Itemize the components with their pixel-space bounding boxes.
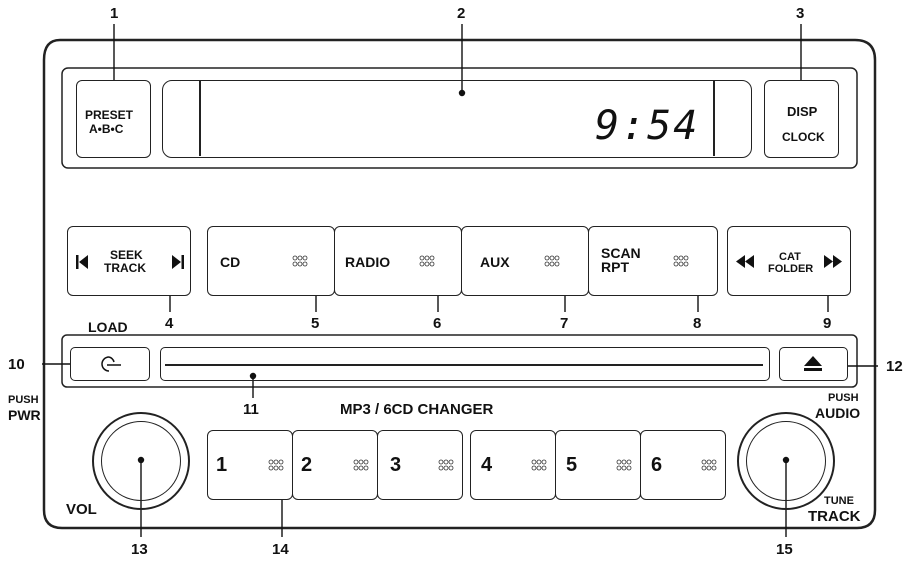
preset-abc-button[interactable]: PRESET A•B•C xyxy=(76,80,151,158)
callout-1: 1 xyxy=(110,5,119,22)
display-divider-right xyxy=(713,81,715,156)
folder-label: FOLDER xyxy=(768,263,814,275)
callout-4: 4 xyxy=(165,315,174,332)
vol-label: VOL xyxy=(66,501,97,518)
skip-prev-icon xyxy=(76,255,88,269)
callout-13: 13 xyxy=(131,541,148,558)
callout-15: 15 xyxy=(776,541,793,558)
scan-rpt-button[interactable]: SCAN RPT xyxy=(588,226,718,296)
display-screen: 9:54 xyxy=(162,80,752,158)
preset-5-button[interactable]: 5 xyxy=(555,430,641,500)
disp-label: DISP xyxy=(787,104,818,119)
clock-label: CLOCK xyxy=(782,130,825,144)
load-icon xyxy=(101,356,121,372)
indicator-dots-icon xyxy=(673,255,689,267)
preset-4-button[interactable]: 4 xyxy=(470,430,556,500)
indicator-dots-icon xyxy=(292,255,308,267)
skip-next-icon xyxy=(172,255,184,269)
track-knob-label: TRACK xyxy=(808,508,861,525)
preset-3-button[interactable]: 3 xyxy=(377,430,463,500)
fast-forward-icon xyxy=(824,255,842,268)
callout-5: 5 xyxy=(311,315,320,332)
rewind-icon xyxy=(736,255,754,268)
cd-label: CD xyxy=(220,254,241,270)
preset-number: 4 xyxy=(481,454,493,476)
volume-knob[interactable] xyxy=(92,412,190,510)
indicator-dots-icon xyxy=(353,459,369,471)
tune-track-knob[interactable] xyxy=(737,412,835,510)
callout-9: 9 xyxy=(823,315,832,332)
callout-11: 11 xyxy=(243,401,259,418)
radio-label: RADIO xyxy=(345,254,391,270)
callout-14: 14 xyxy=(272,541,289,558)
aux-button[interactable]: AUX xyxy=(461,226,589,296)
tune-knob-inner xyxy=(746,421,826,501)
push-audio-label: AUDIO xyxy=(815,405,861,421)
indicator-dots-icon xyxy=(616,459,632,471)
callout-12: 12 xyxy=(886,358,903,375)
display-divider-left xyxy=(199,81,201,156)
callout-6: 6 xyxy=(433,315,442,332)
display-time: 9:54 xyxy=(595,103,700,149)
cat-folder-button[interactable]: CAT FOLDER xyxy=(727,226,851,296)
push-pwr-push-label: PUSH xyxy=(8,394,39,406)
indicator-dots-icon xyxy=(531,459,547,471)
preset-6-button[interactable]: 6 xyxy=(640,430,726,500)
callout-2: 2 xyxy=(457,5,466,22)
preset-number: 2 xyxy=(301,454,313,476)
eject-button[interactable] xyxy=(779,347,848,381)
volume-knob-inner xyxy=(101,421,181,501)
preset-label: PRESET xyxy=(85,108,134,122)
tune-label: TUNE xyxy=(824,495,854,507)
radio-button[interactable]: RADIO xyxy=(334,226,462,296)
preset-number: 3 xyxy=(390,454,402,476)
changer-label: MP3 / 6CD CHANGER xyxy=(340,401,494,418)
preset-number: 5 xyxy=(566,454,578,476)
preset-abc-label: A•B•C xyxy=(89,122,124,136)
callout-8: 8 xyxy=(693,315,702,332)
indicator-dots-icon xyxy=(268,459,284,471)
cd-button[interactable]: CD xyxy=(207,226,335,296)
indicator-dots-icon xyxy=(438,459,454,471)
callout-3: 3 xyxy=(796,5,805,22)
eject-icon xyxy=(804,356,822,371)
load-button[interactable] xyxy=(70,347,150,381)
track-label: TRACK xyxy=(104,261,146,275)
seek-track-button[interactable]: SEEK TRACK xyxy=(67,226,191,296)
scan-label: SCAN xyxy=(601,245,641,261)
indicator-dots-icon xyxy=(544,255,560,267)
push-pwr-label: PWR xyxy=(8,407,41,423)
cd-slot-line xyxy=(165,364,763,366)
push-audio-push-label: PUSH xyxy=(828,392,859,404)
callout-7: 7 xyxy=(560,315,569,332)
load-label: LOAD xyxy=(88,319,128,335)
callout-10: 10 xyxy=(8,356,25,373)
seek-label: SEEK xyxy=(110,248,143,262)
aux-label: AUX xyxy=(480,254,510,270)
preset-2-button[interactable]: 2 xyxy=(292,430,378,500)
rpt-label: RPT xyxy=(601,259,629,275)
cat-label: CAT xyxy=(779,251,801,263)
disp-clock-button[interactable]: DISP CLOCK xyxy=(764,80,839,158)
preset-number: 1 xyxy=(216,454,228,476)
preset-number: 6 xyxy=(651,454,663,476)
cd-slot xyxy=(160,347,770,381)
indicator-dots-icon xyxy=(701,459,717,471)
preset-1-button[interactable]: 1 xyxy=(207,430,293,500)
indicator-dots-icon xyxy=(419,255,435,267)
